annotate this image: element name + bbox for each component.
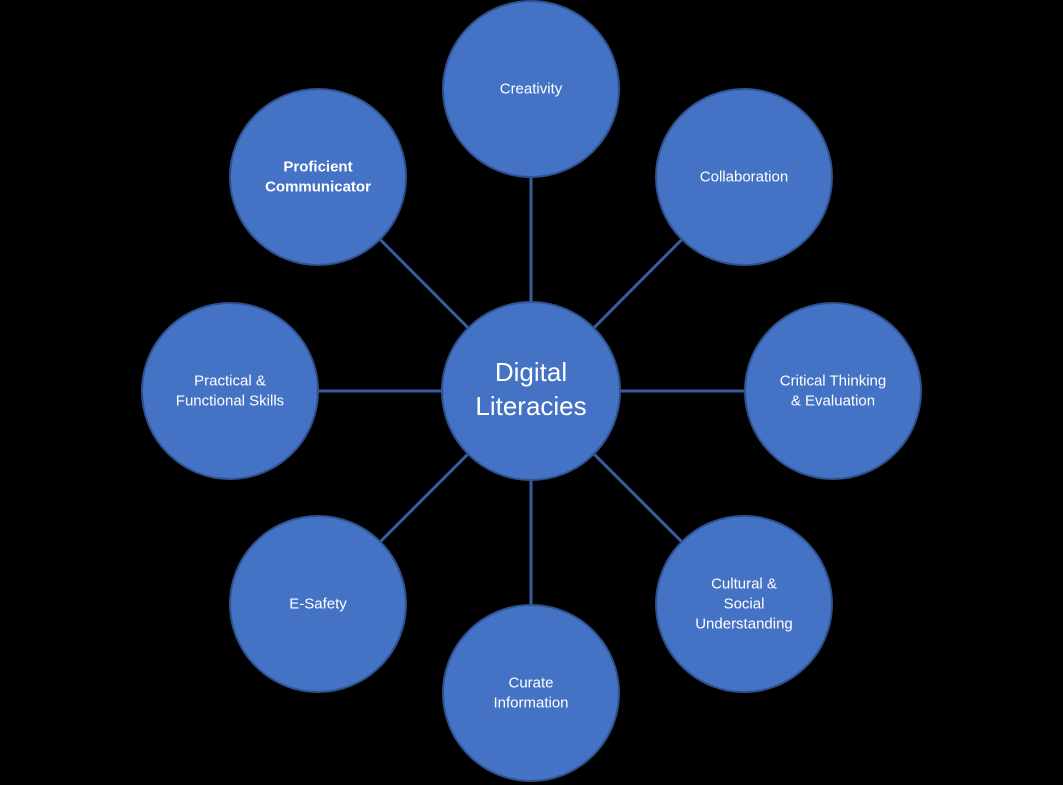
node-circle-critical-thinking: [744, 302, 922, 480]
node-proficient-communicator-label-line-2: Communicator: [265, 179, 371, 196]
node-practical-functional-label-line-1: Practical &: [194, 373, 266, 390]
node-creativity: Creativity: [442, 0, 620, 178]
node-critical-thinking-label-line-2: & Evaluation: [791, 393, 875, 410]
node-collaboration-label-line-1: Collaboration: [700, 169, 788, 186]
connector-e-safety: [379, 452, 470, 543]
node-practical-functional: Practical & Functional Skills: [141, 302, 319, 480]
node-circle-creativity: [442, 0, 620, 178]
node-cultural-social-label-line-2: Social: [724, 596, 765, 613]
node-curate-information-label-line-1: Curate: [508, 675, 553, 692]
node-circle-e-safety: [229, 515, 407, 693]
node-creativity-label-line-1: Creativity: [500, 81, 563, 98]
connector-group: [318, 177, 745, 605]
node-e-safety: E-Safety: [229, 515, 407, 693]
node-circle-curate-information: [442, 604, 620, 782]
node-proficient-communicator-label-line-1: Proficient: [283, 159, 352, 176]
node-critical-thinking-label-line-1: Critical Thinking: [780, 373, 886, 390]
node-collaboration: Collaboration: [655, 88, 833, 266]
connector-cultural-social: [592, 452, 683, 543]
node-circle-cultural-social: [655, 515, 833, 693]
connector-collaboration: [592, 238, 683, 329]
center-node-label-line-2: Literacies: [475, 391, 586, 421]
node-circle-proficient-communicator: [229, 88, 407, 266]
node-cultural-social-label-line-3: Understanding: [695, 616, 793, 633]
center-node-circle: [441, 301, 621, 481]
connector-proficient-communicator: [379, 238, 470, 329]
node-curate-information-label-line-2: Information: [493, 695, 568, 712]
node-e-safety-label-line-1: E-Safety: [289, 596, 347, 613]
node-circle-practical-functional: [141, 302, 319, 480]
node-practical-functional-label-line-2: Functional Skills: [176, 393, 284, 410]
center-node-label-line-1: Digital: [495, 357, 567, 387]
node-circle-collaboration: [655, 88, 833, 266]
node-critical-thinking: Critical Thinking & Evaluation: [744, 302, 922, 480]
node-cultural-social-label-line-1: Cultural &: [711, 576, 777, 593]
